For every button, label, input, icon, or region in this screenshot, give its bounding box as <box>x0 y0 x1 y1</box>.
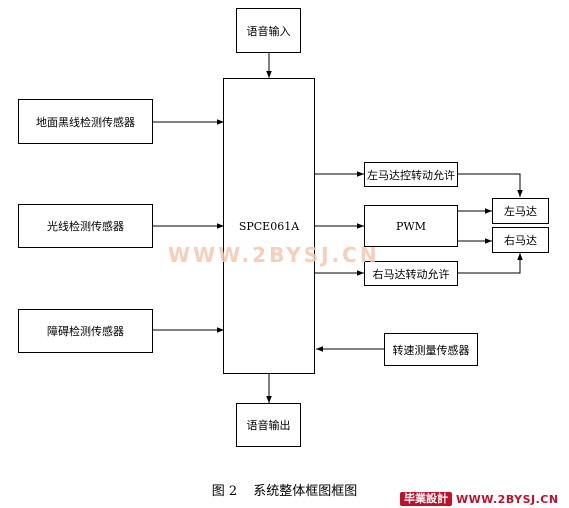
arrow-right-enable-to-right-motor <box>458 253 523 274</box>
speed-sensor-block: 转速测量传感器 <box>384 333 478 366</box>
pwm-block: PWM <box>364 205 458 247</box>
right-motor-enable-block: 右马达转动允许 <box>364 261 458 286</box>
figure-number: 图 2 <box>211 484 238 499</box>
mcu-label: SPCE061A <box>238 220 300 233</box>
figure-caption: 图 2 系统整体框图框图 <box>0 480 569 499</box>
watermark-text: WWW.2BYSJ.CN <box>168 243 380 267</box>
logo-en-text: WWW.2BYSJ.CN <box>456 492 559 506</box>
voice-output-block: 语音输出 <box>236 403 301 447</box>
logo-cn-text: 毕業設計 <box>400 492 452 506</box>
ground-line-sensor-block: 地面黑线检测传感器 <box>18 99 153 144</box>
light-sensor-block: 光线检测传感器 <box>18 204 153 248</box>
right-motor-block: 右马达 <box>492 227 549 253</box>
figure-title: 系统整体框图框图 <box>253 484 358 499</box>
mcu-block <box>223 78 315 374</box>
arrow-left-enable-to-left-motor <box>458 173 523 197</box>
obstacle-sensor-block: 障碍检测传感器 <box>18 309 153 353</box>
site-logo: 毕業設計 WWW.2BYSJ.CN <box>400 492 559 506</box>
left-motor-enable-block: 左马达控转动允许 <box>364 162 458 187</box>
voice-input-block: 语音输入 <box>236 8 301 53</box>
left-motor-block: 左马达 <box>492 198 549 224</box>
